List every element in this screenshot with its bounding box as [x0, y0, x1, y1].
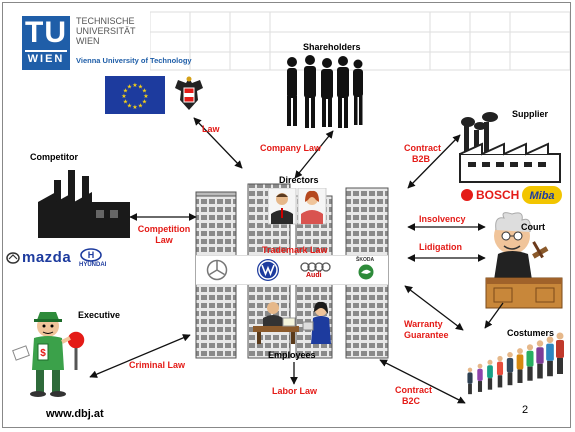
arrow-contract-b2b: [407, 134, 461, 189]
customer-figure-icon: [556, 332, 564, 374]
relation-criminal-law: Criminal Law: [129, 360, 186, 370]
relation-law: Law: [202, 124, 220, 134]
supplier-factory-icon: [459, 112, 561, 183]
relation-labor-law: Labor Law: [272, 386, 318, 396]
mazda-logo-icon: [6, 252, 20, 264]
audi-label: Audi: [306, 272, 322, 279]
directors-people-icon: [268, 188, 327, 225]
executive-label: Executive: [78, 310, 121, 320]
skoda-logo-icon: [358, 264, 374, 280]
eu-star-icon: ★: [132, 82, 137, 89]
directors-label: Directors: [279, 175, 319, 185]
website-link[interactable]: www.dbj.at: [46, 408, 104, 420]
relation-company-law: Company Law: [260, 143, 322, 153]
court-label: Court: [521, 222, 545, 232]
relation-insolvency: Insolvency: [419, 214, 466, 224]
warranty-line-2: Guarantee: [404, 330, 449, 340]
logo-subtitle: Vienna University of Technology: [76, 56, 192, 65]
page-number: 2: [522, 404, 529, 416]
shareholders-label: Shareholders: [303, 42, 361, 52]
shareholders-silhouettes-icon: [287, 55, 363, 128]
customer-figure-icon: [526, 344, 534, 381]
relation-contract-b2c: Contract B2C: [395, 385, 433, 407]
svg-text:H: H: [88, 250, 95, 260]
hyundai-label: HYUNDAI: [79, 262, 107, 268]
customer-figure-icon: [487, 359, 493, 390]
relation-warranty-guarantee: Warranty Guarantee: [404, 319, 449, 341]
svg-text:$: $: [40, 348, 46, 359]
customer-figure-icon: [467, 367, 473, 395]
bosch-logo-icon: [461, 189, 473, 201]
vw-logo-icon: [257, 259, 279, 281]
skoda-label: ŠKODA: [356, 257, 375, 263]
eu-star-icon: ★: [142, 88, 147, 95]
slide-frame: [2, 2, 571, 428]
employees-label: Employees: [268, 350, 316, 360]
arrow-company-law: [294, 130, 334, 179]
mazda-label: mazda: [22, 249, 72, 266]
contract-b2b-line-1: Contract: [404, 143, 442, 153]
competitor-factory-icon: [38, 170, 130, 238]
arrow-court-costumers: [484, 302, 504, 329]
eu-star-icon: ★: [138, 84, 143, 91]
tu-logo-mark: TU WIEN: [22, 16, 70, 70]
supplier-label: Supplier: [512, 109, 549, 119]
arrow-warranty: [404, 285, 464, 331]
contract-b2c-line-1: Contract: [395, 385, 433, 395]
costumers-label: Costumers: [507, 328, 555, 338]
eu-star-icon: ★: [132, 104, 137, 111]
relation-contract-b2b: Contract B2B: [404, 143, 442, 165]
relation-trademark-law: Trademark Law: [262, 245, 328, 255]
relation-competition-law: Competition Law: [136, 224, 192, 246]
eu-star-icon: ★: [123, 99, 128, 106]
logo-mark-bottom: WIEN: [25, 50, 67, 66]
brand-strip: Audi ŠKODA: [196, 255, 388, 285]
hyundai-logo-icon: H: [80, 248, 102, 262]
arrow-criminal-law: [89, 334, 191, 378]
contract-b2b-line-2: B2B: [411, 154, 430, 164]
bosch-label: BOSCH: [476, 188, 520, 202]
arrow-law: [193, 117, 243, 169]
eu-star-icon: ★: [123, 88, 128, 95]
eu-flag-icon: ★★★★★★★★★★★★: [105, 76, 165, 114]
eu-star-icon: ★: [138, 103, 143, 110]
customer-figure-icon: [546, 336, 554, 377]
relation-lidigation: Lidigation: [419, 242, 462, 252]
eu-star-icon: ★: [143, 93, 148, 100]
eu-star-icon: ★: [127, 103, 132, 110]
judge-court-icon: [485, 212, 563, 309]
contract-b2c-line-2: B2C: [401, 396, 420, 406]
miba-label: Miba: [529, 190, 555, 202]
logo-mark-top: TU: [25, 16, 67, 49]
competition-law-line-1: Competition: [137, 224, 191, 234]
logo-name: TECHNISCHE UNIVERSITÄT WIEN: [76, 16, 136, 46]
austrian-eagle-icon: [175, 76, 203, 110]
eu-star-icon: ★: [121, 93, 126, 100]
logo-name-line-3: WIEN: [76, 36, 100, 46]
customer-figure-icon: [506, 352, 514, 386]
eu-star-icon: ★: [127, 84, 132, 91]
costumers-queue-icon: [467, 332, 564, 395]
competition-law-line-2: Law: [155, 235, 173, 245]
customer-figure-icon: [536, 340, 544, 379]
competitor-label: Competitor: [30, 152, 78, 162]
arrow-contract-b2c: [379, 359, 466, 404]
mercedes-logo-icon: [206, 259, 228, 281]
customer-figure-icon: [477, 363, 483, 392]
logo-name-line-2: UNIVERSITÄT: [76, 26, 136, 36]
audi-rings-icon: [300, 262, 331, 272]
logo-name-line-1: TECHNISCHE: [76, 16, 135, 26]
employees-office-icon: [253, 301, 331, 344]
eu-star-icon: ★: [142, 99, 147, 106]
customer-figure-icon: [516, 348, 524, 383]
executive-cartoon-icon: $: [12, 312, 86, 397]
warranty-line-1: Warranty: [404, 319, 443, 329]
customer-figure-icon: [496, 355, 504, 388]
miba-logo: Miba: [522, 186, 562, 204]
